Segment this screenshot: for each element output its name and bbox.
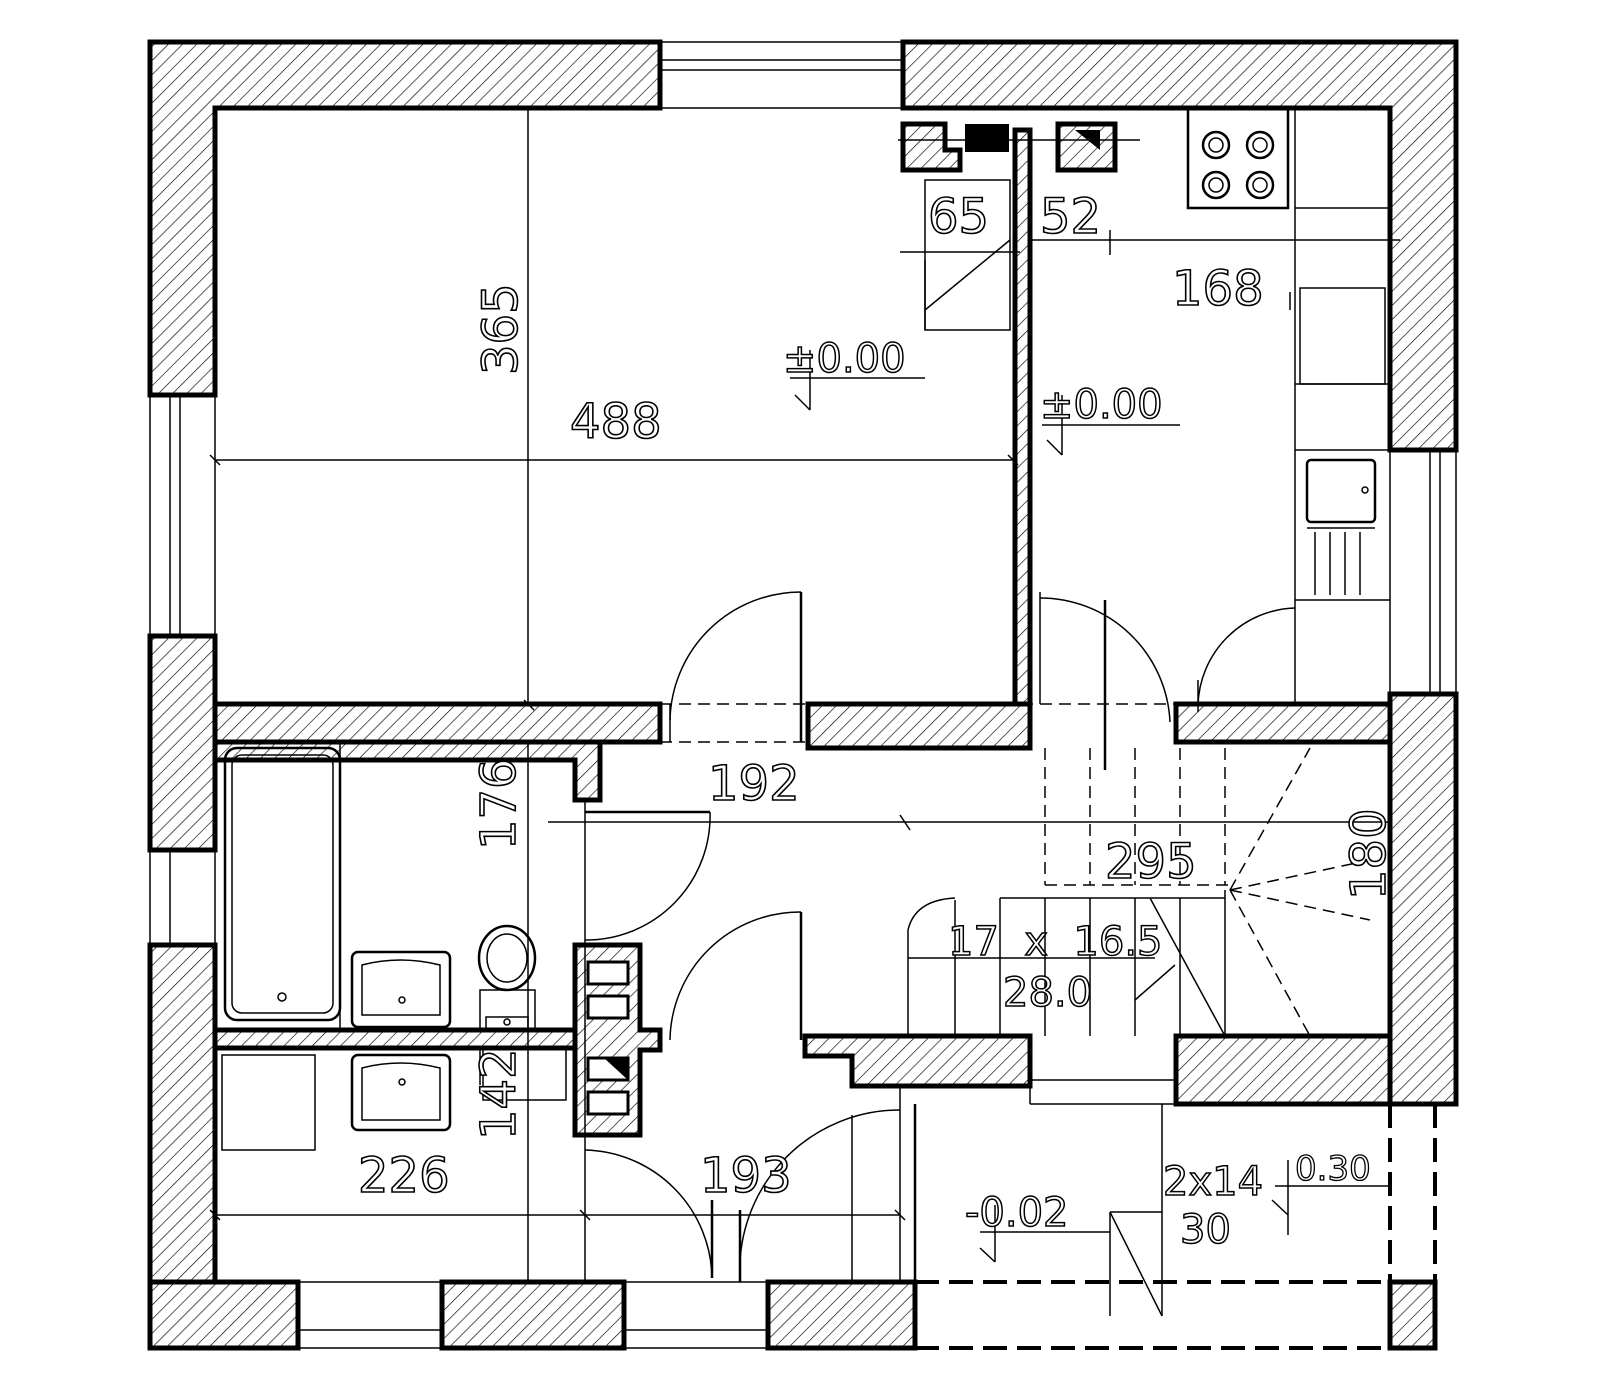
staircase <box>907 747 1371 1037</box>
bathroom <box>223 742 537 1282</box>
windows <box>149 41 1457 1349</box>
entrance <box>899 1079 1437 1350</box>
dim-living-width: 488 <box>570 394 662 450</box>
doors <box>584 591 1296 1282</box>
dim-living-height: 365 <box>473 283 529 375</box>
dim-wc-226: 226 <box>358 1148 450 1204</box>
wc-washbasin-icon <box>350 1053 452 1132</box>
washing-machine-icon <box>221 1054 316 1151</box>
ventilation-ducts <box>898 121 1140 173</box>
level-living: ±0.00 <box>783 336 906 382</box>
wc-room <box>209 1047 906 1221</box>
stairs-steps: 17 x 16.5 <box>948 919 1163 965</box>
bathtub-icon <box>223 746 342 1022</box>
stove-icon <box>1186 106 1290 210</box>
level-marker-entrance: -0.02 <box>964 1189 1110 1263</box>
kitchen <box>1029 106 1400 704</box>
dim-hall-295: 295 <box>1105 834 1197 890</box>
stair-annotations: 17 x 16.5 28.0 2x14 30 <box>947 918 1264 1254</box>
level-marker-kitchen: ±0.00 <box>1039 381 1180 456</box>
dim-hall-192: 192 <box>708 756 800 812</box>
sink-icon <box>1305 458 1377 524</box>
level-marker-terrace: 0.30 <box>1271 1148 1390 1235</box>
dim-stair-180: 180 <box>1341 808 1397 900</box>
dim-wc-142: 142 <box>471 1048 527 1140</box>
hall <box>548 703 1390 1282</box>
dimension-labels: 365 488 65 52 168 192 295 180 176 142 22… <box>357 188 1398 1205</box>
level-kitchen: ±0.00 <box>1040 382 1163 428</box>
level-markers: ±0.00 ±0.00 -0.02 0.30 <box>782 335 1390 1263</box>
entrance-steps-tread: 30 <box>1180 1207 1231 1253</box>
level-terrace: 0.30 <box>1295 1149 1371 1189</box>
living-room <box>209 108 1020 711</box>
level-marker-living: ±0.00 <box>782 335 925 411</box>
dim-niche-65: 65 <box>928 189 989 245</box>
dim-bathroom-176: 176 <box>471 758 527 850</box>
dim-niche-52: 52 <box>1040 189 1101 245</box>
dim-entry-193: 193 <box>700 1148 792 1204</box>
level-entrance: -0.02 <box>965 1190 1069 1236</box>
dim-kitchen-width: 168 <box>1172 261 1264 317</box>
chimney <box>586 960 630 1116</box>
entrance-steps-count: 2x14 <box>1163 1159 1263 1205</box>
washbasin-icon <box>350 950 452 1029</box>
exterior-walls <box>147 39 1459 1351</box>
stairs-tread: 28.0 <box>1003 970 1092 1016</box>
